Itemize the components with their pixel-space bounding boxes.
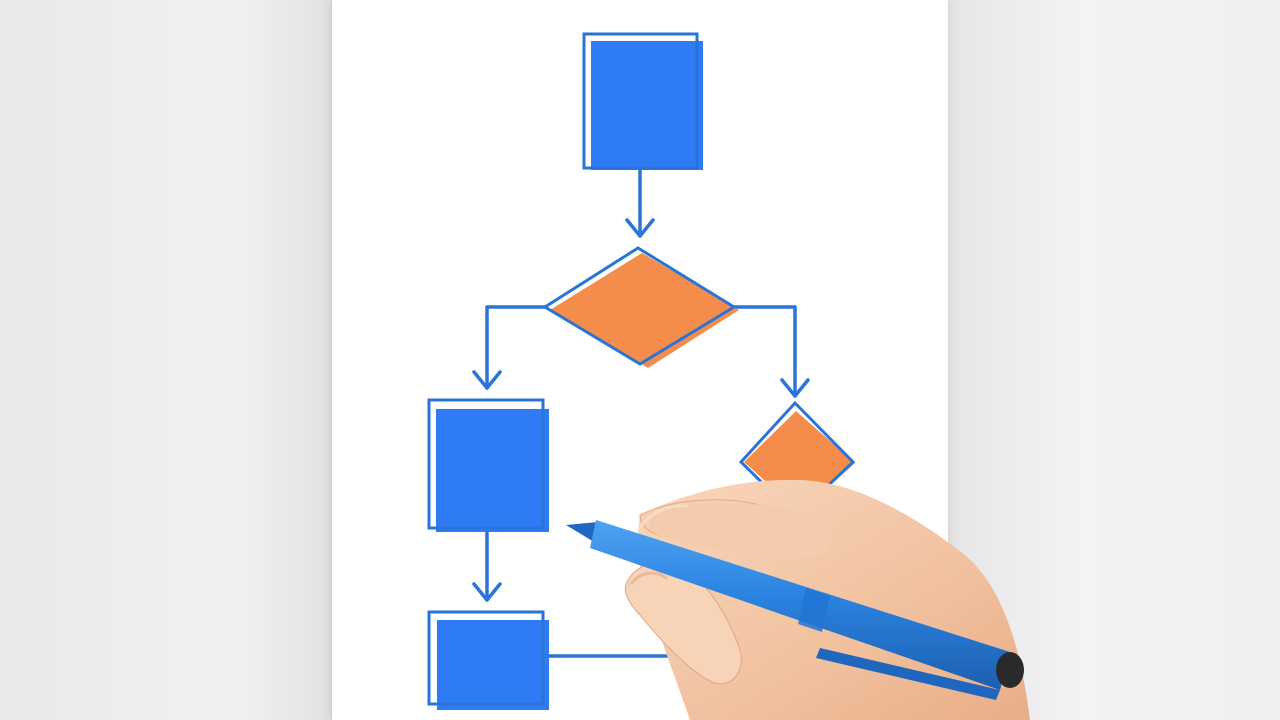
bottom-process-box: [427, 610, 549, 710]
left-process-box: [427, 398, 549, 532]
start-process-box: [582, 32, 703, 170]
background-left: [0, 0, 336, 720]
marker-pen: [566, 520, 1024, 700]
background-right: [944, 0, 1280, 720]
edge-decision-to-left-box: [472, 305, 548, 390]
decision-diamond-main: [542, 246, 739, 368]
edge-left-box-to-bottom-box: [472, 530, 502, 602]
fingers-over-pen: [638, 503, 833, 558]
edge-start-to-decision: [625, 168, 655, 238]
edge-decision-to-right-decision: [732, 305, 810, 398]
